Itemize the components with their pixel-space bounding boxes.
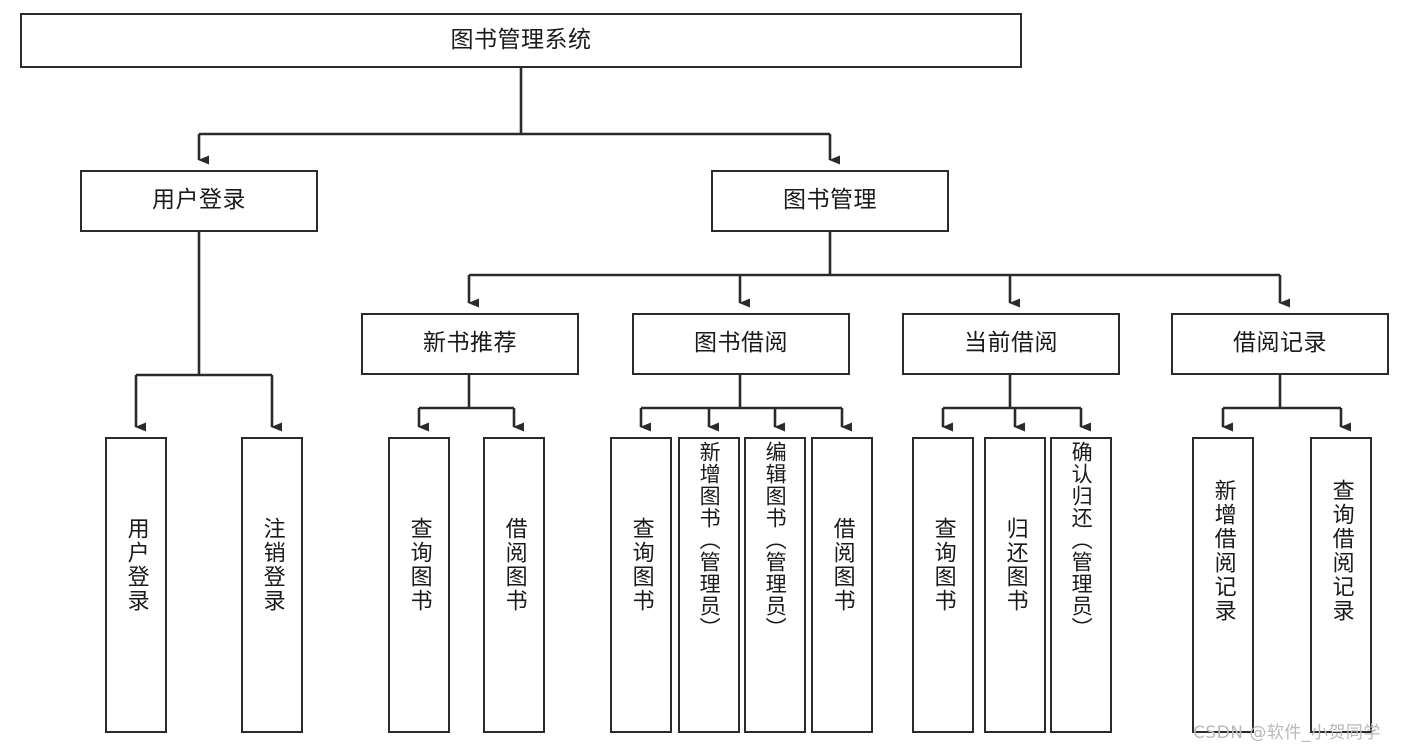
node-user-login[interactable]: 用户登录: [80, 170, 318, 232]
leaf-edit-book-admin[interactable]: 编辑图书（管理员）: [744, 437, 806, 733]
node-book-borrow-label: 图书借阅: [694, 330, 788, 357]
leaf-add-book-admin[interactable]: 新增图书（管理员）: [678, 437, 740, 733]
leaf-borrow-book[interactable]: 借阅图书: [811, 437, 873, 733]
node-root-label: 图书管理系统: [450, 26, 592, 53]
node-book-borrow[interactable]: 图书借阅: [632, 313, 850, 375]
leaf-return-book[interactable]: 归还图书: [984, 437, 1046, 733]
csdn-watermark: CSDN @软件_小贺同学: [1193, 723, 1381, 743]
leaf-borrow-book-recommend-label: 借阅图书: [501, 517, 527, 613]
leaf-add-book-admin-label: 新增图书（管理员）: [697, 441, 722, 639]
leaf-add-borrow-record-label: 新增借阅记录: [1210, 479, 1236, 623]
leaf-borrow-book-label: 借阅图书: [829, 517, 855, 613]
leaf-query-book-borrow[interactable]: 查询图书: [610, 437, 672, 733]
leaf-query-book-current[interactable]: 查询图书: [912, 437, 974, 733]
leaf-user-login[interactable]: 用户登录: [105, 437, 167, 733]
leaf-logout-label: 注销登录: [259, 517, 285, 613]
leaf-confirm-return-admin[interactable]: 确认归还（管理员）: [1050, 437, 1112, 733]
node-current-borrow-label: 当前借阅: [964, 330, 1058, 357]
leaf-confirm-return-admin-label: 确认归还（管理员）: [1069, 441, 1094, 639]
leaf-query-book-recommend[interactable]: 查询图书: [388, 437, 450, 733]
leaf-logout[interactable]: 注销登录: [241, 437, 303, 733]
leaf-edit-book-admin-label: 编辑图书（管理员）: [763, 441, 788, 639]
leaf-query-book-borrow-label: 查询图书: [628, 517, 654, 613]
node-book-management-label: 图书管理: [783, 187, 877, 214]
leaf-borrow-book-recommend[interactable]: 借阅图书: [483, 437, 545, 733]
node-borrow-record-label: 借阅记录: [1233, 330, 1327, 357]
leaf-return-book-label: 归还图书: [1002, 517, 1028, 613]
leaf-query-book-recommend-label: 查询图书: [406, 517, 432, 613]
leaf-user-login-label: 用户登录: [123, 517, 149, 613]
node-borrow-record[interactable]: 借阅记录: [1171, 313, 1389, 375]
node-current-borrow[interactable]: 当前借阅: [902, 313, 1120, 375]
leaf-add-borrow-record[interactable]: 新增借阅记录: [1192, 437, 1254, 733]
node-new-book-recommend-label: 新书推荐: [423, 330, 517, 357]
node-user-login-label: 用户登录: [152, 187, 246, 214]
leaf-query-book-current-label: 查询图书: [930, 517, 956, 613]
node-book-management[interactable]: 图书管理: [711, 170, 949, 232]
leaf-query-borrow-record-label: 查询借阅记录: [1328, 479, 1354, 623]
leaf-query-borrow-record[interactable]: 查询借阅记录: [1310, 437, 1372, 733]
node-new-book-recommend[interactable]: 新书推荐: [361, 313, 579, 375]
node-root[interactable]: 图书管理系统: [20, 13, 1022, 68]
